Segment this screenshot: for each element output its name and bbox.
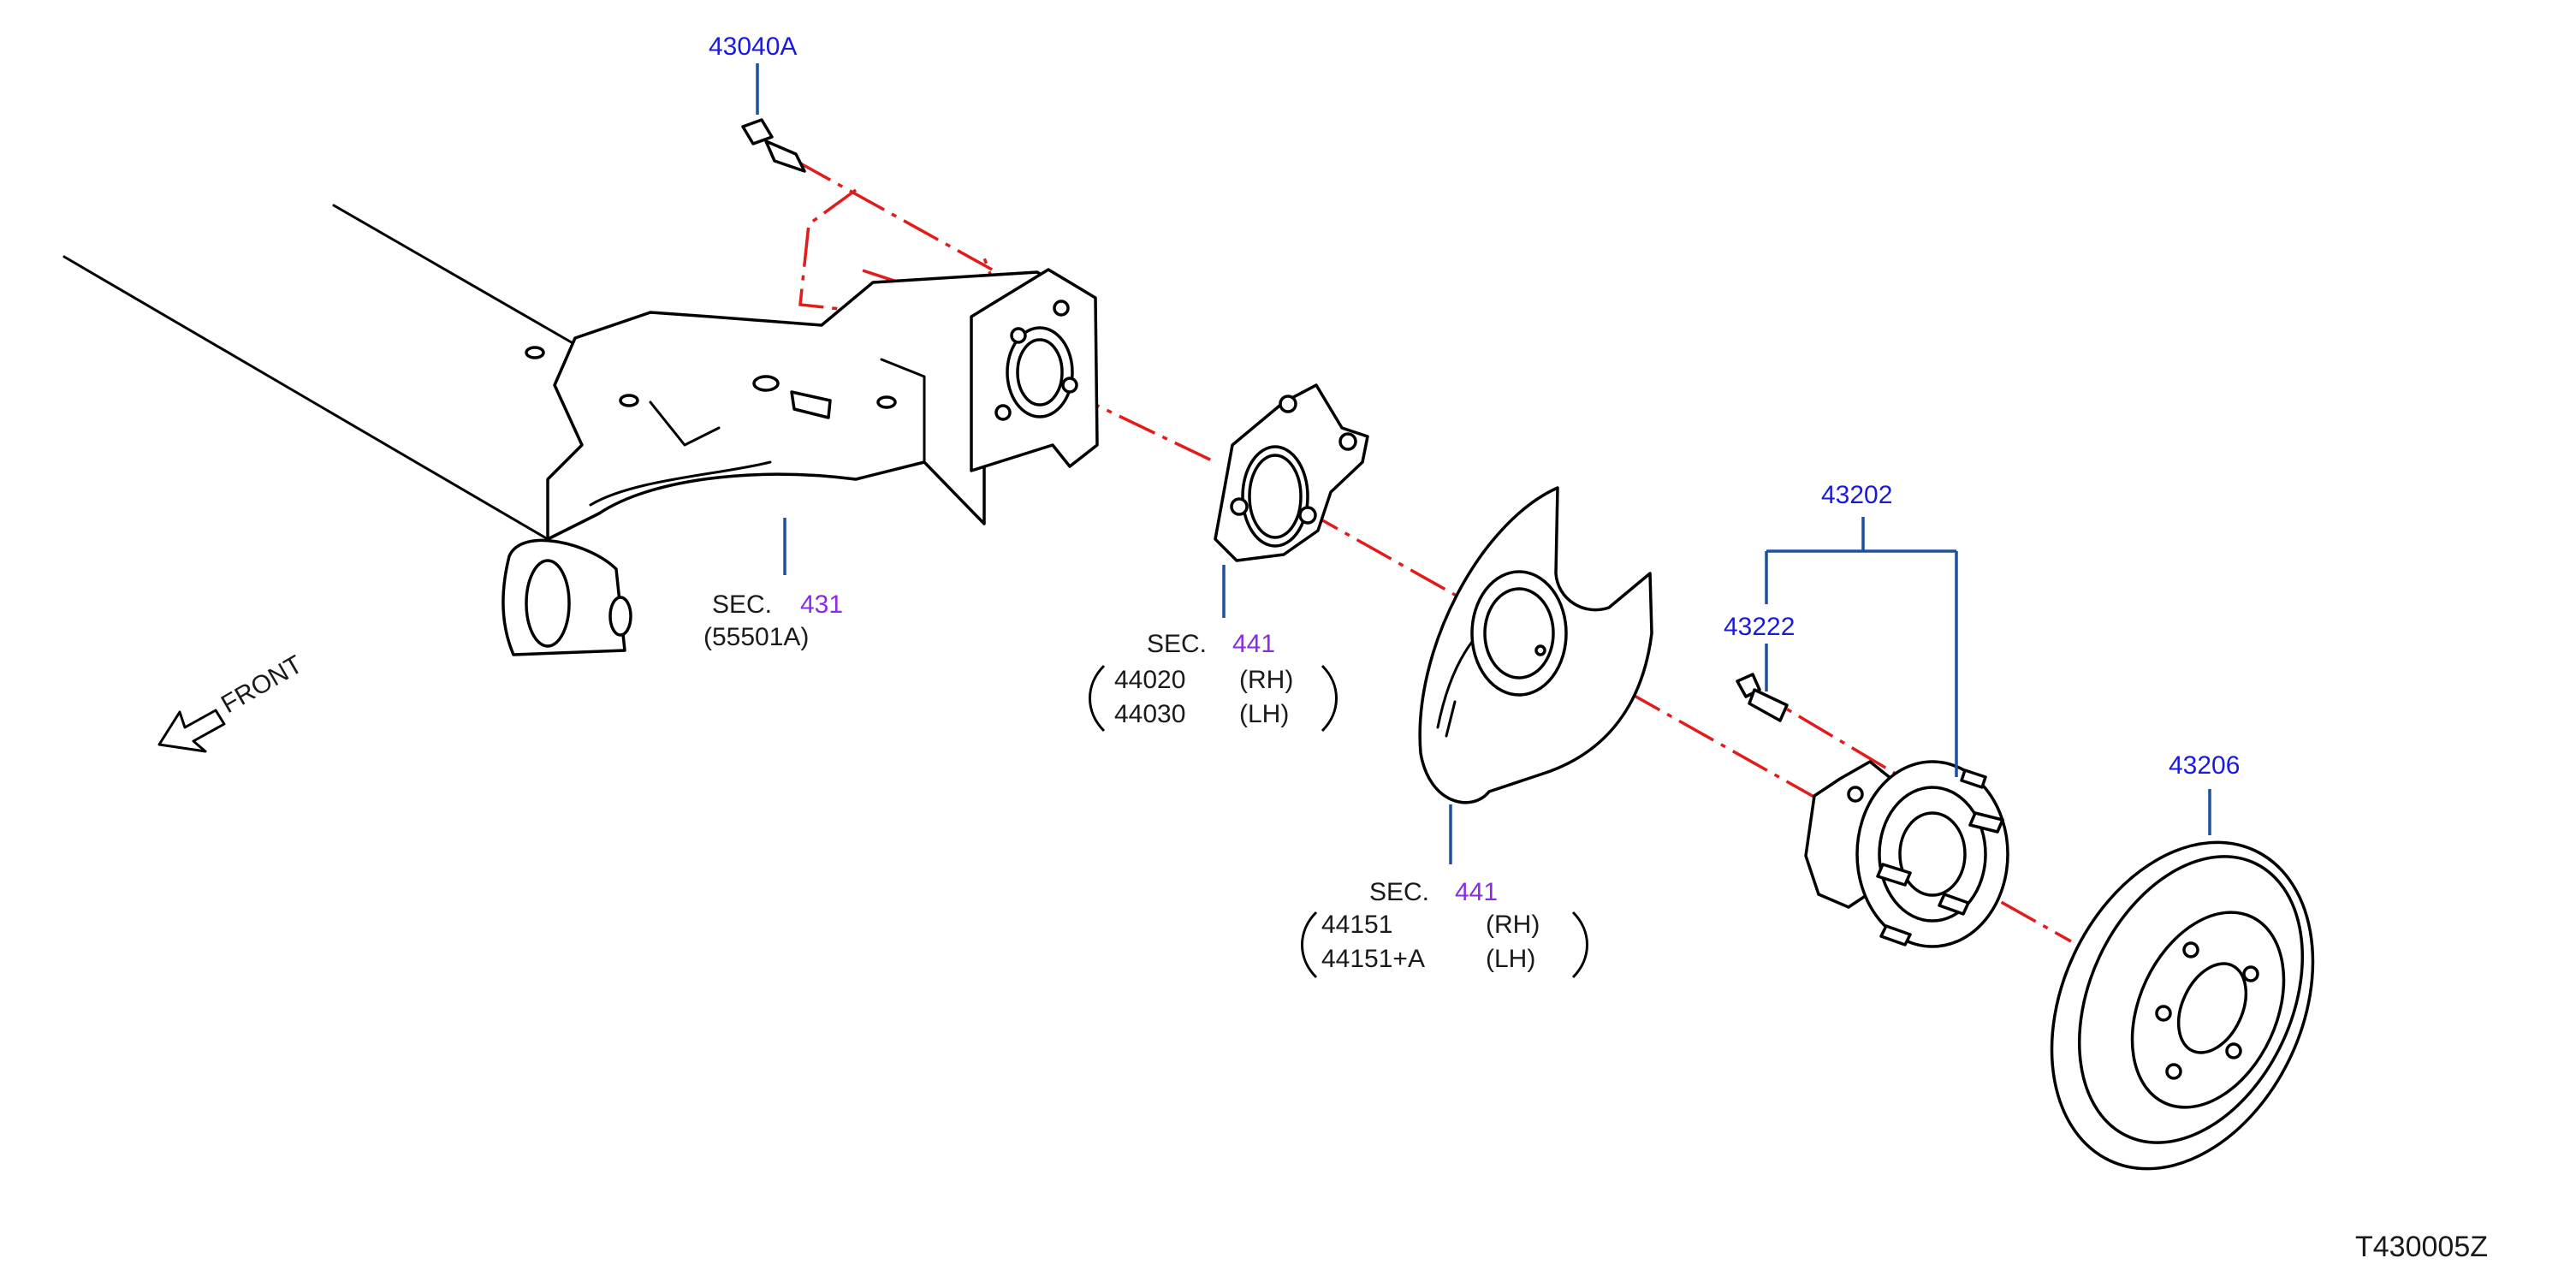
- section-ref-dust-shield: SEC. 441 44151 (RH) 44151+A (LH): [1301, 878, 1588, 979]
- front-arrow-icon: [157, 709, 226, 753]
- callout-bolt: 43040A: [709, 33, 797, 61]
- section-ref-backing-plate: SEC. 441 44020 (RH) 44030 (LH): [1089, 630, 1338, 733]
- callout-hub-bolt: 43222: [1724, 613, 1795, 641]
- front-indicator: FRONT: [157, 650, 307, 753]
- table-row-side: (LH): [1239, 700, 1289, 728]
- section-label: SEC.: [712, 590, 772, 619]
- backing-plate: [1214, 383, 1369, 562]
- left-paren: [1089, 664, 1106, 733]
- table-row-part: 44151+A: [1321, 945, 1425, 973]
- hub-bolt-43222: [1736, 673, 1789, 722]
- section-number: 441: [1232, 630, 1275, 658]
- leader-lines: [756, 63, 2211, 864]
- table-row-part: 44151: [1321, 911, 1392, 939]
- table-row-part: 44030: [1114, 700, 1185, 728]
- right-paren: [1321, 664, 1338, 733]
- callout-disc-rotor: 43206: [2169, 751, 2240, 780]
- front-label: FRONT: [217, 650, 307, 719]
- section-number: 431: [800, 590, 843, 619]
- dust-shield: [1418, 486, 1653, 804]
- right-paren: [1571, 911, 1588, 979]
- section-label: SEC.: [1147, 630, 1207, 658]
- section-number: 441: [1455, 878, 1498, 906]
- disc-rotor: [2050, 840, 2315, 1171]
- table-row-side: (RH): [1486, 911, 1540, 939]
- bolt-43040A: [741, 118, 806, 173]
- table-row-side: (LH): [1486, 945, 1535, 973]
- diagram-ref-code: T430005Z: [2355, 1231, 2488, 1263]
- section-label: SEC.: [1369, 878, 1429, 906]
- rear-axle-beam: [62, 204, 1099, 656]
- section-ref-axle: SEC. 431 (55501A): [703, 590, 843, 651]
- callout-hub-assembly: 43202: [1821, 481, 1892, 509]
- table-row-part: 44020: [1114, 666, 1185, 694]
- left-paren: [1301, 911, 1318, 979]
- table-row-side: (RH): [1239, 666, 1293, 694]
- section-sub: (55501A): [703, 623, 809, 651]
- hub-assembly: [1804, 760, 2009, 948]
